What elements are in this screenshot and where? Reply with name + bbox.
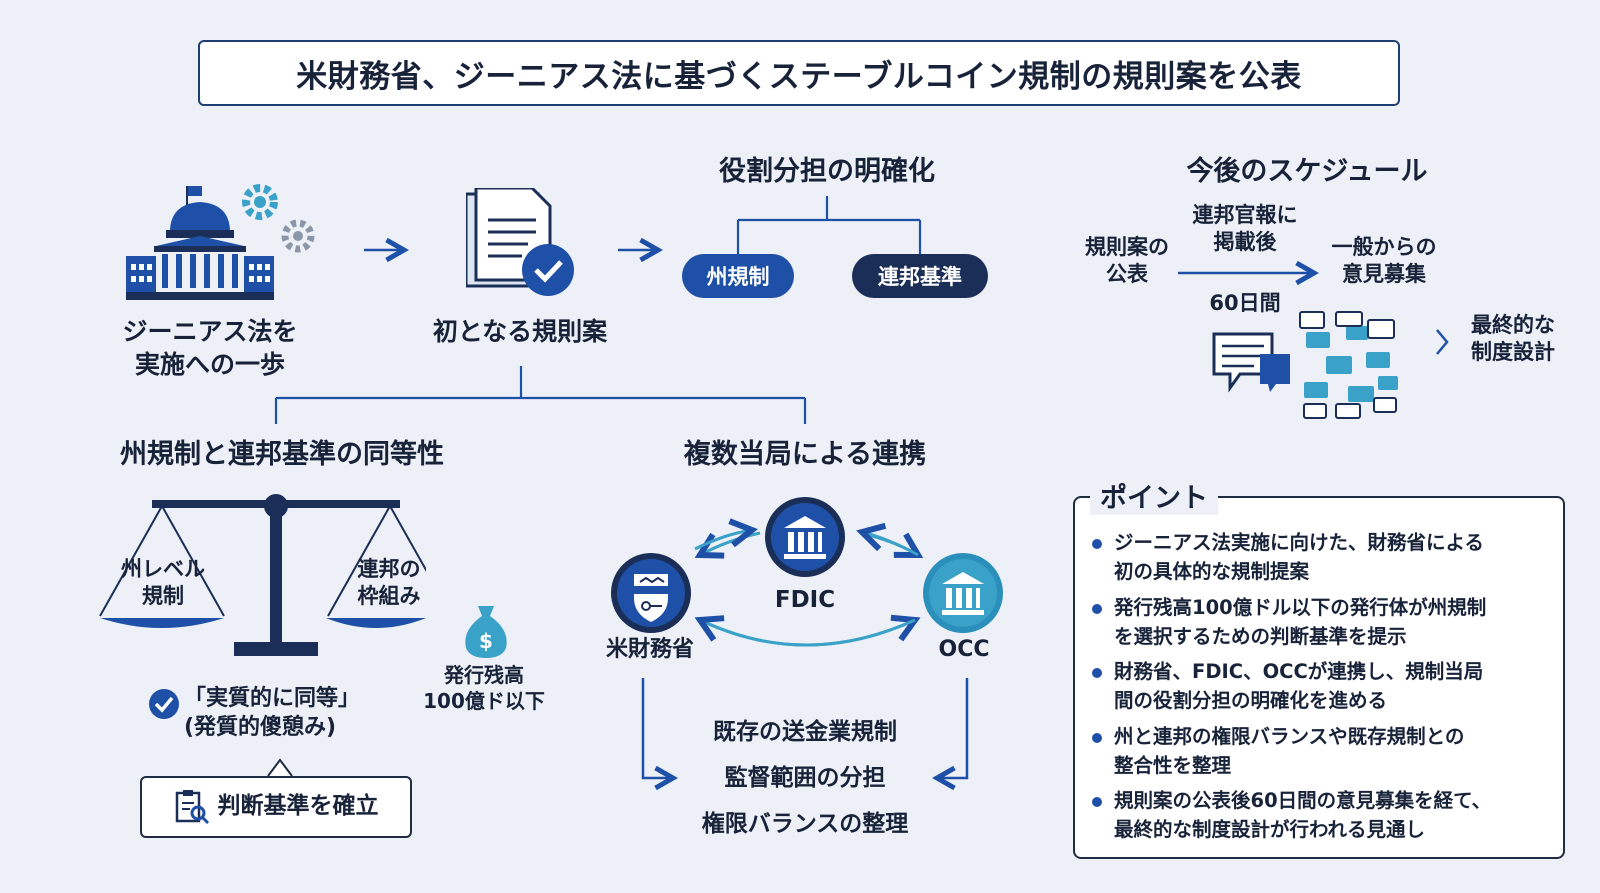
coordination-task-1: 既存の送金業規制 bbox=[713, 719, 897, 745]
substantially-equivalent-label: 「実質的に同等」 (発質的傻憩み) bbox=[184, 685, 384, 742]
coordination-heading: 複数当局による連携 bbox=[683, 439, 927, 470]
page-title: 米財務省、ジーニアス法に基づくステーブルコイン規制の規則案を公表 bbox=[198, 40, 1400, 106]
point-4-line2: 整合性を整理 bbox=[1114, 753, 1232, 777]
svg-text:$: $ bbox=[479, 629, 493, 653]
arrow-left-down bbox=[641, 678, 673, 778]
coordination-task-2: 監督範囲の分担 bbox=[724, 765, 886, 791]
point-item: 財務省、FDIC、OCCが連携し、規制当局間の役割分担の明確化を進める bbox=[1092, 657, 1554, 716]
points-heading: ポイント bbox=[1090, 476, 1218, 515]
schedule-comments: 一般からの 意見募集 bbox=[1314, 234, 1454, 289]
money-line1: 発行残高 bbox=[444, 663, 524, 687]
schedule-final-line2: 制度設計 bbox=[1471, 340, 1555, 365]
document-check-icon bbox=[466, 188, 574, 296]
point-5-line2: 最終的な制度設計が行われる見通し bbox=[1114, 818, 1426, 842]
point-item: 州と連邦の権限バランスや既存規制との整合性を整理 bbox=[1092, 722, 1554, 781]
money-line2: 100億ド以下 bbox=[423, 689, 545, 713]
arrow-occ-to-treasury bbox=[700, 620, 916, 647]
left-pan-label: 州レベル 規制 bbox=[108, 556, 218, 611]
left-pan-line2: 規制 bbox=[142, 584, 184, 609]
points-list: ジーニアス法実施に向けた、財務省による初の具体的な規制提案 発行残高100億ドル… bbox=[1092, 528, 1554, 851]
federal-standard-pill: 連邦基準 bbox=[852, 254, 988, 298]
schedule-final-line1: 最終的な bbox=[1471, 313, 1555, 337]
agency-fdic-label: FDIC bbox=[774, 587, 836, 613]
criterion-box: 判断基準を確立 bbox=[140, 776, 412, 838]
treasury-seal-icon bbox=[611, 553, 691, 633]
occ-bank-icon bbox=[923, 553, 1003, 633]
check-line2: (発質的傻憩み) bbox=[184, 714, 337, 740]
arrow-right-down bbox=[937, 678, 969, 778]
point-item: ジーニアス法実施に向けた、財務省による初の具体的な規制提案 bbox=[1092, 528, 1554, 587]
step1-line2: 実施への一歩 bbox=[134, 349, 285, 379]
equivalence-heading: 州規制と連邦基準の同等性 bbox=[120, 439, 444, 470]
roles-heading: 役割分担の明確化 bbox=[719, 156, 935, 187]
final-chevron bbox=[1436, 329, 1449, 355]
check-circle-icon bbox=[149, 689, 179, 719]
check-line1: 「実質的に同等」 bbox=[184, 686, 361, 711]
step2-label: 初となる規則案 bbox=[432, 317, 608, 346]
left-pan-line1: 州レベル bbox=[121, 557, 205, 581]
schedule-gazette-line2: 掲載後 bbox=[1213, 230, 1277, 255]
schedule-publish-line1: 規則案の bbox=[1085, 235, 1169, 259]
schedule-gazette-line1: 連邦官報に bbox=[1192, 203, 1298, 227]
step1-line1: ジーニアス法を bbox=[122, 317, 298, 346]
right-pan-line2: 枠組み bbox=[357, 584, 421, 609]
point-1-line1: ジーニアス法実施に向けた、財務省による bbox=[1114, 531, 1484, 554]
point-2-line2: を選択するための判断基準を提示 bbox=[1114, 624, 1407, 648]
schedule-comments-line1: 一般からの bbox=[1331, 235, 1437, 259]
point-item: 発行残高100億ドル以下の発行体が州規制を選択するための判断基準を提示 bbox=[1092, 593, 1554, 652]
arrow-occ-to-fdic bbox=[862, 532, 919, 557]
point-4-line1: 州と連邦の権限バランスや既存規制との bbox=[1114, 724, 1465, 748]
branch-tree bbox=[274, 366, 807, 424]
role-tree bbox=[736, 196, 922, 256]
agency-occ-label: OCC bbox=[938, 637, 990, 662]
points-box bbox=[1073, 496, 1565, 859]
schedule-heading: 今後のスケジュール bbox=[1186, 156, 1428, 187]
clipboard-search-icon bbox=[175, 790, 209, 825]
coordination-task-3: 権限バランスの整理 bbox=[701, 811, 909, 837]
capitol-building-icon bbox=[126, 184, 315, 300]
point-3-line2: 間の役割分担の明確化を進める bbox=[1114, 689, 1388, 713]
schedule-comments-line2: 意見募集 bbox=[1342, 262, 1426, 287]
balance-scale-icon bbox=[99, 494, 426, 656]
state-regulation-pill: 州規制 bbox=[682, 254, 794, 298]
point-2-line1: 発行残高100億ドル以下の発行体が州規制 bbox=[1114, 595, 1487, 619]
right-pan-label: 連邦の 枠組み bbox=[334, 556, 444, 611]
schedule-final: 最終的な 制度設計 bbox=[1458, 312, 1568, 367]
speech-bubbles-icon bbox=[1212, 311, 1398, 419]
criterion-notch bbox=[267, 758, 293, 777]
schedule-gazette: 連邦官報に 掲載後 bbox=[1170, 202, 1320, 257]
schedule-publish: 規則案の 公表 bbox=[1062, 234, 1192, 289]
arrow-treasury-to-fdic bbox=[694, 530, 752, 551]
issuance-threshold-label: 発行残高 100億ド以下 bbox=[414, 662, 554, 714]
money-bag-icon: $ bbox=[465, 606, 507, 658]
point-3-line1: 財務省、FDIC、OCCが連携し、規制当局 bbox=[1114, 660, 1484, 683]
agency-treasury-label: 米財務省 bbox=[605, 637, 694, 662]
step1-label: ジーニアス法を 実施への一歩 bbox=[100, 316, 320, 381]
schedule-publish-line2: 公表 bbox=[1106, 262, 1148, 287]
point-item: 規則案の公表後60日間の意見募集を経て、最終的な制度設計が行われる見通し bbox=[1092, 786, 1554, 845]
point-1-line2: 初の具体的な規制提案 bbox=[1114, 560, 1310, 584]
fdic-bank-icon bbox=[765, 497, 845, 577]
criterion-label: 判断基準を確立 bbox=[217, 793, 379, 820]
schedule-days: 60日間 bbox=[1209, 291, 1281, 315]
right-pan-line1: 連邦の bbox=[357, 557, 421, 581]
point-5-line1: 規則案の公表後60日間の意見募集を経て、 bbox=[1114, 789, 1492, 812]
